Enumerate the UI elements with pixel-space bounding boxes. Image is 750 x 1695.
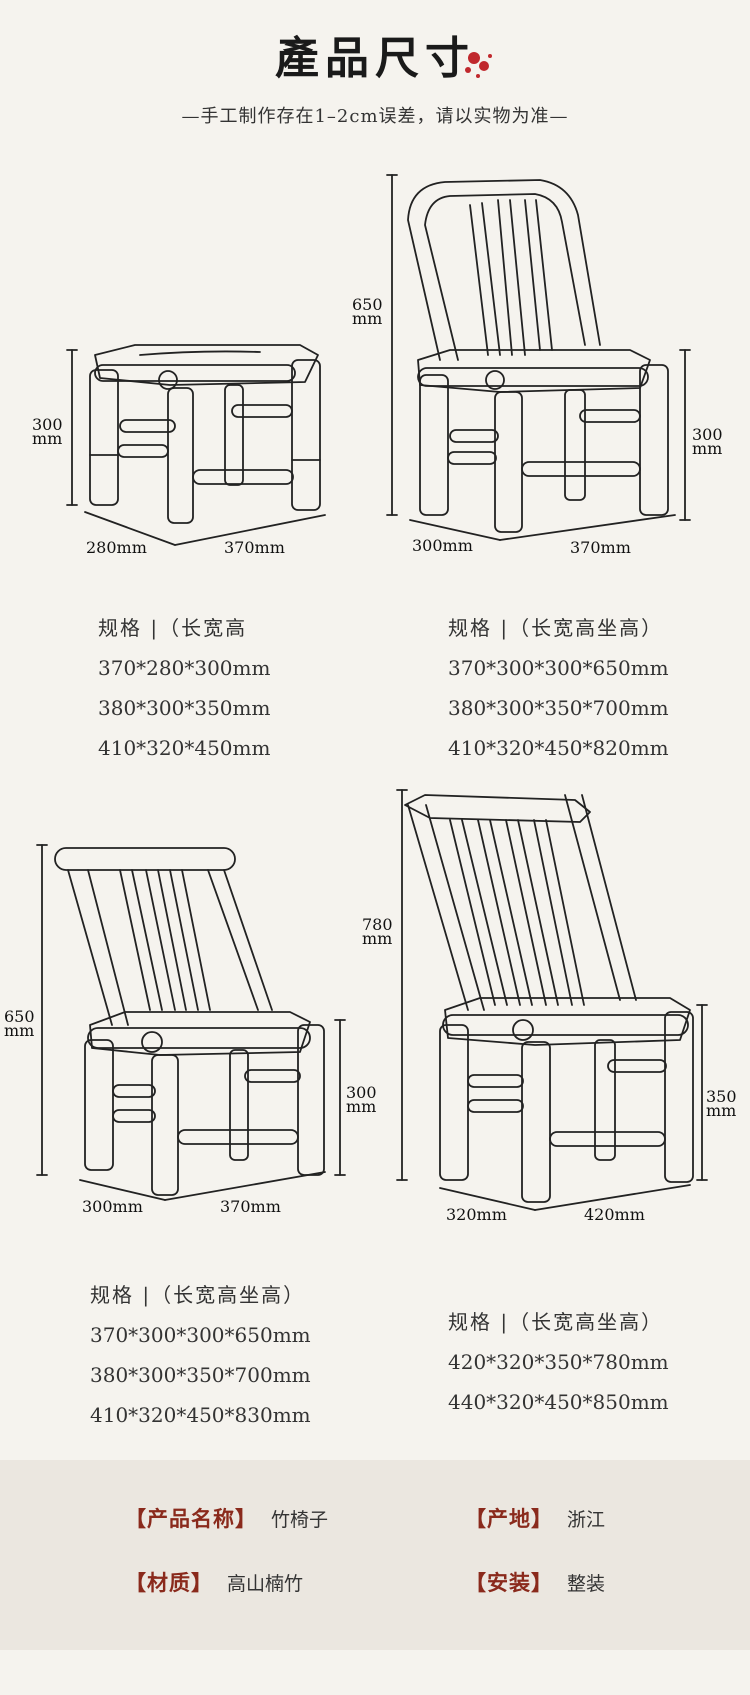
p3-spec-1: 370*300*300*650mm [90, 1323, 311, 1347]
p3-spec-block: 规格 |（长宽高坐高） 370*300*300*650mm 380*300*35… [90, 1275, 311, 1435]
p1-depth-label: 280mm [86, 538, 147, 557]
p1-spec-1: 370*280*300mm [98, 656, 271, 680]
p4-spec-1: 420*320*350*780mm [448, 1350, 669, 1374]
chair-2-drawing [386, 174, 691, 541]
p1-spec-3: 410*320*450mm [98, 736, 271, 760]
p3-spec-3: 410*320*450*830mm [90, 1403, 311, 1427]
info-product-name: 【产品名称】竹椅子 [125, 1506, 329, 1531]
p3-spec-head: 规格 |（长宽高坐高） [90, 1283, 306, 1307]
info-install: 【安装】整装 [465, 1570, 606, 1595]
plum-blossom-icon [465, 52, 492, 78]
info-material: 【材质】高山楠竹 [125, 1570, 304, 1595]
p1-spec-block: 规格 |（长宽高 370*280*300mm 380*300*350mm 410… [98, 608, 270, 768]
product-info-panel: 【产品名称】竹椅子 【产地】浙江 【材质】高山楠竹 【安装】整装 [0, 1460, 750, 1650]
p2-spec-3: 410*320*450*820mm [448, 736, 669, 760]
info-origin: 【产地】浙江 [465, 1506, 606, 1531]
p1-spec-2: 380*300*350mm [98, 696, 271, 720]
p4-spec-block: 规格 |（长宽高坐高） 420*320*350*780mm 440*320*45… [448, 1302, 669, 1422]
p1-width-label: 370mm [224, 538, 285, 557]
page-title: 產品尺寸 [275, 33, 475, 84]
p4-width-label: 420mm [584, 1205, 645, 1224]
p2-depth-label: 300mm [412, 536, 473, 555]
chair-drawings [36, 174, 708, 1211]
p1-spec-head: 规格 |（长宽高 [98, 616, 248, 640]
p4-depth-label: 320mm [446, 1205, 507, 1224]
p3-depth-label: 300mm [82, 1197, 143, 1216]
subtitle: —手工制作存在1–2cm误差，请以实物为准— [181, 106, 569, 127]
p2-spec-block: 规格 |（长宽高坐高） 370*300*300*650mm 380*300*35… [448, 608, 669, 768]
p3-width-label: 370mm [220, 1197, 281, 1216]
p2-spec-head: 规格 |（长宽高坐高） [448, 616, 664, 640]
stool-drawing [66, 344, 326, 546]
p2-width-label: 370mm [570, 538, 631, 557]
p4-spec-2: 440*320*450*850mm [448, 1390, 669, 1414]
p3-spec-2: 380*300*350*700mm [90, 1363, 311, 1387]
chair-3-drawing [36, 844, 346, 1201]
p2-spec-1: 370*300*300*650mm [448, 656, 669, 680]
chair-4-drawing [396, 789, 708, 1211]
p2-spec-2: 380*300*350*700mm [448, 696, 669, 720]
p4-spec-head: 规格 |（长宽高坐高） [448, 1310, 664, 1334]
